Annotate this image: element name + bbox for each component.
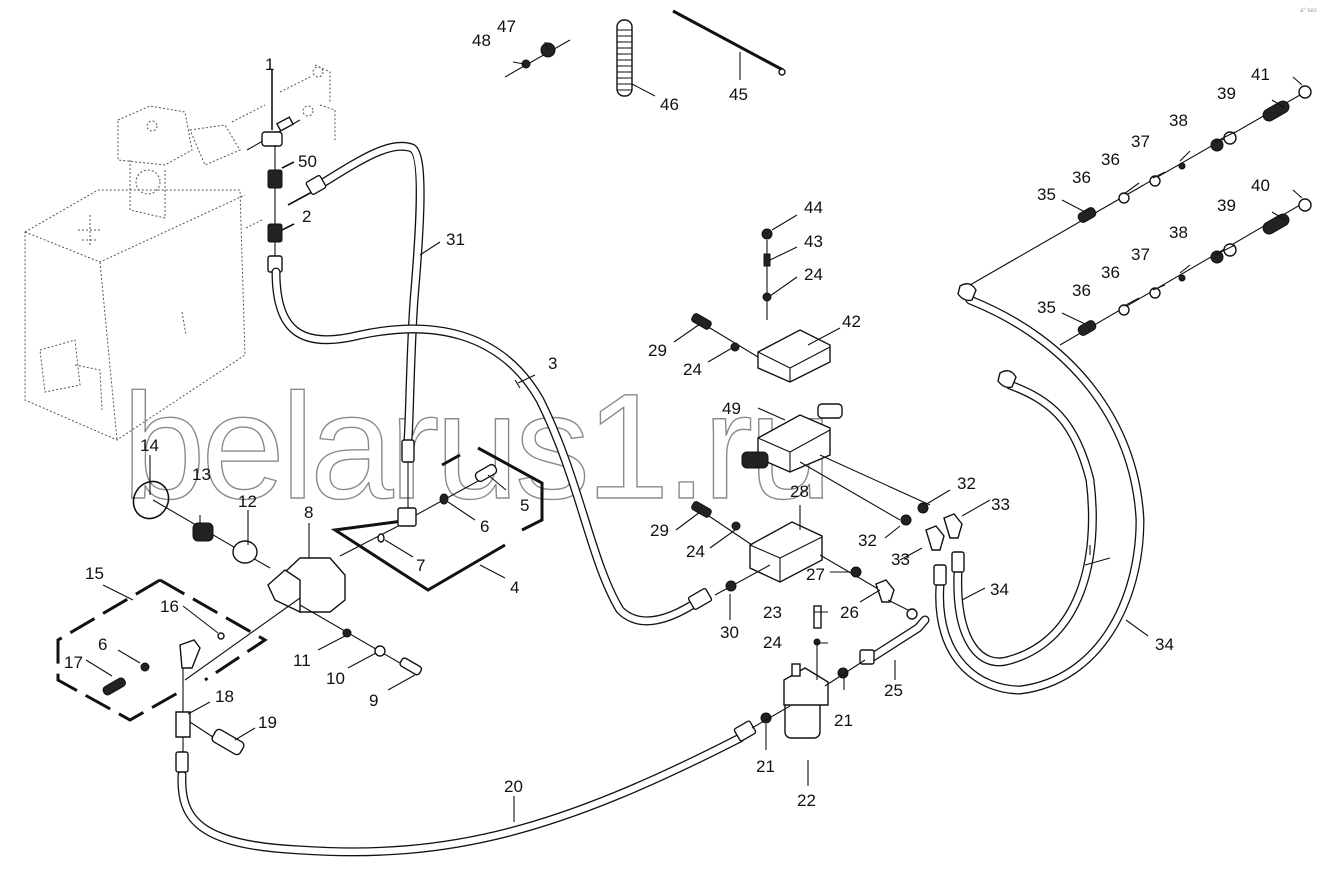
callout-18: 18 bbox=[215, 687, 234, 706]
callout-37-upper: 37 bbox=[1131, 132, 1150, 151]
callout-37-lower: 37 bbox=[1131, 245, 1150, 264]
callout-17: 17 bbox=[64, 653, 83, 672]
callout-32-left: 32 bbox=[858, 531, 877, 550]
callout-23: 23 bbox=[763, 603, 782, 622]
callout-50: 50 bbox=[298, 152, 317, 171]
callout-27: 27 bbox=[806, 565, 825, 584]
fitting-stack-left bbox=[246, 70, 313, 273]
callout-34-outer: 34 bbox=[1155, 635, 1174, 654]
coupler-line-upper bbox=[969, 85, 1312, 286]
callout-30: 30 bbox=[720, 623, 739, 642]
callout-39-lower: 39 bbox=[1217, 196, 1236, 215]
coupler-line-lower bbox=[1059, 198, 1312, 346]
callout-10: 10 bbox=[326, 669, 345, 688]
callout-labels: 1 50 2 31 3 47 48 46 45 44 43 24 42 29 2… bbox=[64, 17, 1270, 810]
callout-45: 45 bbox=[729, 85, 748, 104]
cable-tie-45 bbox=[672, 9, 786, 76]
callout-22: 22 bbox=[797, 791, 816, 810]
callout-38-upper: 38 bbox=[1169, 111, 1188, 130]
hydraulic-tank bbox=[24, 64, 336, 441]
callout-9: 9 bbox=[369, 691, 378, 710]
callout-1: 1 bbox=[265, 55, 274, 74]
hose-3 bbox=[271, 267, 713, 626]
callout-6-upper: 6 bbox=[480, 517, 489, 536]
callout-4: 4 bbox=[510, 578, 519, 597]
kit-outline-15 bbox=[56, 578, 268, 756]
callout-38-lower: 38 bbox=[1169, 223, 1188, 242]
callout-8: 8 bbox=[304, 503, 313, 522]
watermark: belarus1.ru bbox=[122, 362, 828, 530]
spiral-sleeve-46 bbox=[616, 19, 633, 97]
callout-15: 15 bbox=[85, 564, 104, 583]
callout-24-top: 24 bbox=[804, 265, 823, 284]
callout-3: 3 bbox=[548, 354, 557, 373]
callout-21-right: 21 bbox=[834, 711, 853, 730]
callout-29-bottom: 29 bbox=[650, 521, 669, 540]
corner-mark: a° ses bbox=[1300, 8, 1317, 14]
hose-34-outer bbox=[933, 283, 1145, 695]
callout-12: 12 bbox=[238, 492, 257, 511]
filter-22 bbox=[751, 605, 866, 739]
hose-34-inner bbox=[951, 370, 1097, 667]
pump-assembly bbox=[132, 480, 423, 681]
callout-35-upper: 35 bbox=[1037, 185, 1056, 204]
callout-44: 44 bbox=[804, 198, 823, 217]
callout-11: 11 bbox=[293, 651, 311, 670]
callout-13: 13 bbox=[192, 465, 211, 484]
callout-14: 14 bbox=[140, 436, 159, 455]
callout-21-left: 21 bbox=[756, 757, 775, 776]
valve-block-28 bbox=[691, 501, 918, 620]
callout-19: 19 bbox=[258, 713, 277, 732]
callout-42: 42 bbox=[842, 312, 861, 331]
callout-26: 26 bbox=[840, 603, 859, 622]
callout-24-mid: 24 bbox=[683, 360, 702, 379]
callout-31: 31 bbox=[446, 230, 465, 249]
callout-7: 7 bbox=[416, 556, 425, 575]
callout-25: 25 bbox=[884, 681, 903, 700]
callout-36-upper-b: 36 bbox=[1101, 150, 1120, 169]
hose-20 bbox=[175, 720, 757, 857]
nut-washer-47-48 bbox=[504, 39, 571, 78]
elbow-fittings-32-33 bbox=[900, 502, 963, 551]
callout-49: 49 bbox=[722, 399, 741, 418]
kit-outline-4 bbox=[330, 446, 544, 592]
callout-24-lower: 24 bbox=[686, 542, 705, 561]
callout-28: 28 bbox=[790, 482, 809, 501]
hose-31 bbox=[305, 141, 425, 508]
callout-40: 40 bbox=[1251, 176, 1270, 195]
callout-36-lower-a: 36 bbox=[1072, 281, 1091, 300]
callout-36-upper-a: 36 bbox=[1072, 168, 1091, 187]
callout-47: 47 bbox=[497, 17, 516, 36]
callout-20: 20 bbox=[504, 777, 523, 796]
callout-16: 16 bbox=[160, 597, 179, 616]
control-valve-49 bbox=[741, 403, 931, 521]
callout-46: 46 bbox=[660, 95, 679, 114]
hose-25 bbox=[859, 615, 930, 665]
callout-29-top: 29 bbox=[648, 341, 667, 360]
callout-2: 2 bbox=[302, 207, 311, 226]
plate-assembly-42 bbox=[691, 228, 831, 383]
callout-41: 41 bbox=[1251, 65, 1270, 84]
callout-6-lower: 6 bbox=[98, 635, 107, 654]
callout-43: 43 bbox=[804, 232, 823, 251]
callout-34-inner: 34 bbox=[990, 580, 1009, 599]
callout-24-filter: 24 bbox=[763, 633, 782, 652]
callout-36-lower-b: 36 bbox=[1101, 263, 1120, 282]
callout-5: 5 bbox=[520, 496, 529, 515]
callout-32-right: 32 bbox=[957, 474, 976, 493]
callout-39-upper: 39 bbox=[1217, 84, 1236, 103]
leader-lines bbox=[85, 41, 1303, 822]
callout-33-right: 33 bbox=[991, 495, 1010, 514]
callout-33-left: 33 bbox=[891, 550, 910, 569]
callout-35-lower: 35 bbox=[1037, 298, 1056, 317]
callout-48: 48 bbox=[472, 31, 491, 50]
